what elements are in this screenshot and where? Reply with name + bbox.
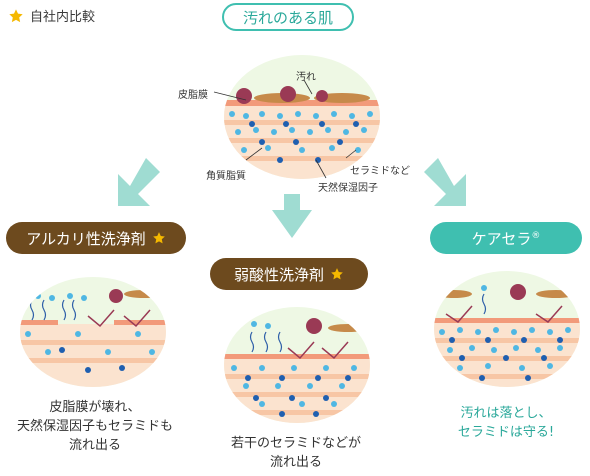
arrow-center	[272, 194, 312, 238]
alkaline-caption: 皮脂膜が壊れ、 天然保湿因子もセラミドも 流れ出る	[0, 398, 190, 455]
comparison-label: 自社内比較	[8, 6, 95, 25]
alkaline-cleanser-name: アルカリ性洗浄剤	[26, 229, 146, 248]
dirty-skin-diagram	[224, 55, 380, 179]
alkaline-caption-line-2: 天然保湿因子もセラミドも	[16, 419, 173, 434]
weak-acid-skin-diagram	[224, 307, 370, 423]
label-dirt: 汚れ	[296, 72, 316, 83]
alkaline-cleanser-pill: アルカリ性洗浄剤	[6, 222, 186, 254]
star-icon	[152, 232, 165, 244]
careceraa-name: ケアセラ®	[471, 229, 541, 248]
star-icon	[9, 8, 23, 22]
star-icon	[331, 268, 343, 280]
alkaline-caption-line-3: 流れ出る	[68, 438, 121, 453]
arrow-left	[118, 158, 160, 206]
label-nmf: 天然保湿因子	[318, 183, 378, 194]
label-sebum-membrane: 皮脂膜	[178, 90, 208, 101]
comparison-text: 自社内比較	[30, 10, 96, 25]
alkaline-skin-diagram	[20, 277, 166, 387]
careceraa-skin-diagram	[434, 271, 580, 387]
label-ceramide: セラミドなど	[350, 166, 410, 177]
weak-acid-caption-line-1: 若干のセラミドなどが	[230, 436, 361, 451]
weak-acid-caption: 若干のセラミドなどが 流れ出る	[206, 434, 386, 472]
alkaline-caption-line-1: 皮脂膜が壊れ、	[49, 400, 141, 415]
label-stratum-lipid: 角質脂質	[206, 171, 246, 182]
arrow-right	[424, 158, 466, 206]
careceraa-pill: ケアセラ®	[430, 222, 582, 254]
careceraa-caption-line-1: 汚れは落とし、	[460, 406, 552, 421]
careceraa-caption: 汚れは落とし、 セラミドは守る!	[426, 404, 586, 442]
weak-acid-caption-line-2: 流れ出る	[269, 455, 322, 470]
dirty-skin-title: 汚れのある肌	[222, 3, 354, 31]
weak-acid-cleanser-pill: 弱酸性洗浄剤	[210, 258, 368, 290]
weak-acid-cleanser-name: 弱酸性洗浄剤	[233, 265, 324, 284]
careceraa-caption-line-2: セラミドは守る!	[457, 425, 555, 440]
